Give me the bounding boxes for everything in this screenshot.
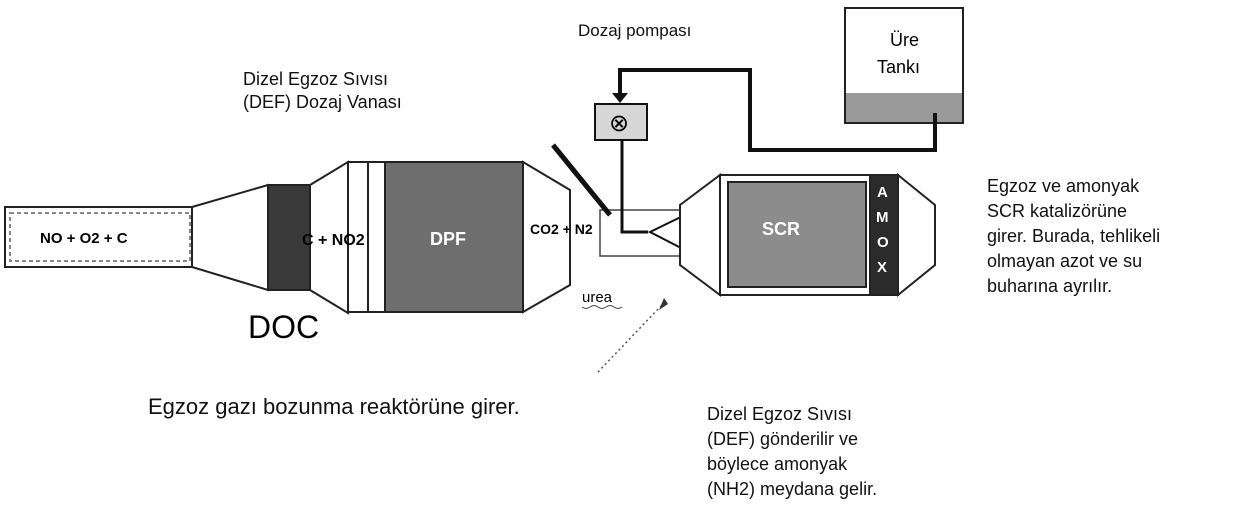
amox-letter: A — [877, 184, 888, 201]
scr-description-line: girer. Burada, tehlikeli — [987, 226, 1161, 246]
def-valve-label: Dizel Egzoz Sıvısı (DEF) Dozaj Vanası — [243, 68, 402, 115]
scr-description-line: olmayan azot ve su — [987, 251, 1143, 271]
inlet-gas-label: NO + O2 + C — [40, 230, 128, 247]
amox-letter: M — [876, 209, 889, 226]
def-valve-label-line: (DEF) Dozaj Vanası — [243, 92, 402, 113]
def-sent-line: böylece amonyak — [707, 454, 848, 474]
inlet-pipe-inner — [9, 212, 191, 262]
def-arrow-head — [659, 298, 668, 310]
amox-letter: X — [877, 259, 887, 276]
scr-description: Egzoz ve amonyak SCR katalizörüne girer.… — [987, 174, 1160, 299]
urea-tank-label-1: Üre — [890, 30, 919, 50]
urea-supply-pipe — [618, 68, 937, 152]
urea-underline — [581, 305, 623, 309]
scr-block — [727, 181, 867, 288]
urea-tank-liquid — [846, 93, 962, 122]
urea-tank-label-2: Tankı — [877, 57, 920, 77]
scr-label: SCR — [762, 219, 800, 239]
dpf-label: DPF — [430, 229, 466, 249]
outlet-gas-label: CO2 + N2 — [530, 221, 593, 237]
doc-reaction-label: C + NO2 — [302, 232, 365, 249]
def-sent-line: Dizel Egzoz Sıvısı — [707, 404, 853, 424]
inlet-pipe — [4, 206, 196, 268]
pump-symbol: ⊗ — [609, 109, 629, 137]
supply-arrow — [612, 93, 628, 103]
scr-inlet-cone — [679, 173, 721, 297]
scr-description-line: buharına ayrılır. — [987, 276, 1113, 296]
dosing-pump — [594, 103, 648, 141]
def-sent-line: (NH2) meydana gelir. — [707, 479, 878, 499]
dpf-outlet-cone — [522, 160, 571, 314]
scr-description-line: Egzoz ve amonyak — [987, 176, 1140, 196]
dpf-block — [384, 161, 524, 313]
exhaust-enter-label: Egzoz gazı bozunma reaktörüne girer. — [148, 394, 520, 419]
def-sent-line: (DEF) gönderilir ve — [707, 429, 859, 449]
def-valve-line — [551, 143, 612, 217]
urea-label: urea — [582, 289, 613, 306]
def-sent-description: Dizel Egzoz Sıvısı (DEF) gönderilir ve b… — [707, 402, 877, 502]
scr-description-line: SCR katalizörüne — [987, 201, 1128, 221]
amox-letter: O — [877, 234, 889, 251]
scr-outlet-cone — [897, 172, 936, 298]
def-dotted-arrow — [597, 304, 663, 373]
inlet-cone — [191, 183, 269, 292]
dosing-pump-label: Dozaj pompası — [578, 21, 692, 40]
pump-injector-pipe — [620, 140, 648, 234]
def-valve-label-line: Dizel Egzoz Sıvısı — [243, 69, 389, 89]
doc-label: DOC — [248, 309, 319, 345]
